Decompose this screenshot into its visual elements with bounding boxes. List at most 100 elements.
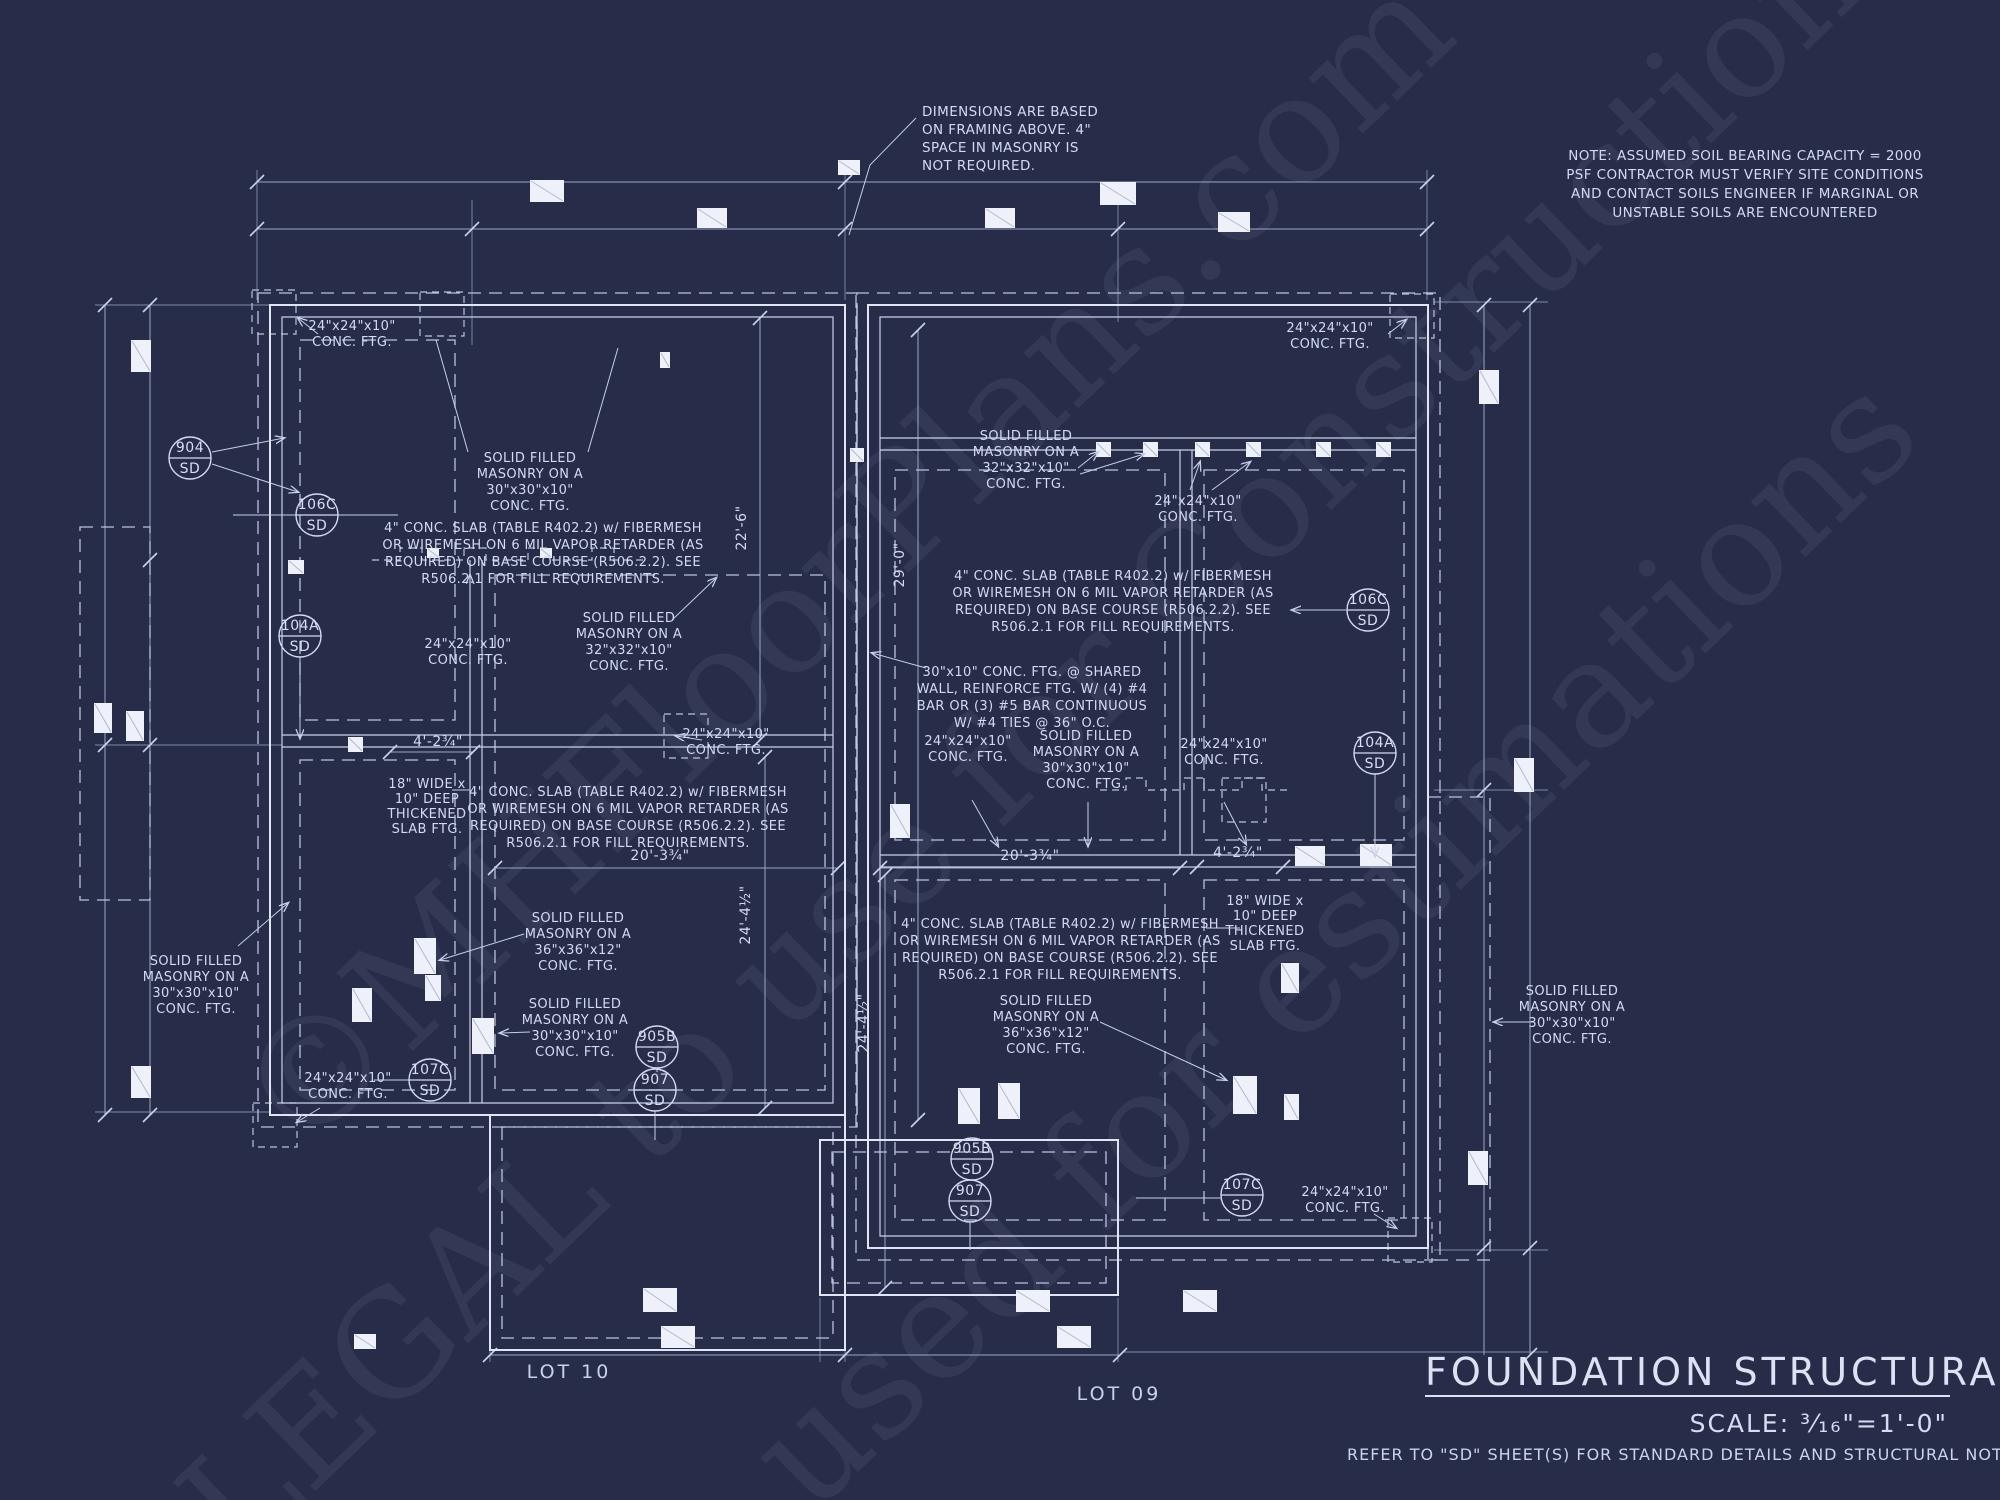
pier-pad [1096, 442, 1111, 457]
svg-text:SD: SD [962, 1162, 983, 1178]
pier-pad [1376, 442, 1391, 457]
pier-pad [414, 938, 436, 974]
slab-note-1: 4" CONC. SLAB (TABLE R402.2) w/ FIBERMES… [382, 521, 703, 587]
lot-09-label: LOT 09 [1077, 1383, 1162, 1405]
slab-note-4: 4" CONC. SLAB (TABLE R402.2) w/ FIBERMES… [899, 917, 1220, 983]
pier-pad [1143, 442, 1158, 457]
pier-pads-layer [94, 160, 1534, 1349]
footing-24-bottom-right: 24"x24"x10"CONC. FTG. [1301, 1185, 1388, 1216]
pier-pad [1183, 1290, 1217, 1312]
dim-24-4-right: 24'-4½" [856, 993, 872, 1052]
svg-text:SD: SD [420, 1083, 441, 1099]
footing-24-bottom-left: 24"x24"x10"CONC. FTG. [304, 1071, 391, 1102]
pier-pad [1195, 442, 1210, 457]
pier-pad [425, 975, 441, 1001]
scale-label: SCALE: ³⁄₁₆"=1'-0" [1690, 1409, 1948, 1438]
footing-24-right-top: 24"x24"x10"CONC. FTG. [1154, 494, 1241, 525]
svg-text:907: 907 [641, 1072, 669, 1088]
slab-note-2: 4" CONC. SLAB (TABLE R402.2) w/ FIBERMES… [467, 785, 788, 851]
detail-callout-106c: 106C SD [295, 493, 339, 537]
pier-pad [1468, 1151, 1488, 1185]
pier-pad [1514, 758, 1534, 792]
footing-outlines [79, 289, 1491, 1339]
pier-pad [131, 1066, 151, 1098]
pier-pad [288, 560, 304, 574]
svg-text:104A: 104A [281, 618, 319, 634]
pier-pad [1016, 1290, 1050, 1312]
pier-pad [661, 1326, 695, 1348]
pier-pad [1218, 212, 1250, 232]
slab-note-3: 4" CONC. SLAB (TABLE R402.2) w/ FIBERMES… [952, 569, 1273, 635]
svg-text:SD: SD [1232, 1198, 1253, 1214]
footing-24-mid-a: 24"x24"x10"CONC. FTG. [924, 734, 1011, 765]
pier-pad [643, 1288, 677, 1312]
pier-pad [958, 1088, 980, 1124]
svg-text:SD: SD [960, 1204, 981, 1220]
pier-pad [427, 548, 439, 558]
svg-text:SD: SD [307, 518, 328, 534]
svg-text:106C: 106C [298, 497, 337, 513]
pier-pad [540, 548, 552, 558]
pier-pad [530, 180, 564, 202]
svg-text:907: 907 [956, 1183, 984, 1199]
footing-24-left: 24"x24"x10"CONC. FTG. [424, 637, 511, 668]
pier-pad [1360, 844, 1392, 866]
lot-10-label: LOT 10 [527, 1361, 612, 1383]
detail-callout-104a: 104A SD [1353, 731, 1397, 775]
svg-text:SD: SD [1365, 756, 1386, 772]
pier-pad [850, 448, 864, 462]
pier-pad [838, 160, 860, 175]
svg-text:SD: SD [647, 1050, 668, 1066]
pier-pad [985, 208, 1015, 228]
pier-pad [354, 1334, 376, 1349]
pier-pad [348, 737, 363, 752]
svg-text:SD: SD [1358, 613, 1379, 629]
pier-pad [352, 988, 372, 1022]
detail-callouts-layer: 904SD106CSD104ASD106CSD104ASD107CSD905BS… [168, 436, 1397, 1223]
footing-24-top-left: 24"x24"x10"CONC. FTG. [308, 319, 395, 350]
svg-text:904: 904 [176, 440, 204, 456]
sheet-title: FOUNDATION STRUCTURAL PLAN [1425, 1350, 2000, 1394]
pier-pad [126, 711, 144, 741]
dim-20-3-right: 20'-3¾" [1000, 848, 1059, 864]
pier-pad [1295, 846, 1325, 866]
pier-pad [1281, 963, 1299, 993]
svg-text:106C: 106C [1349, 592, 1388, 608]
footing-24-top-right: 24"x24"x10"CONC. FTG. [1286, 321, 1373, 352]
dim-22-6: 22'-6" [734, 505, 750, 550]
svg-text:SD: SD [645, 1093, 666, 1109]
pier-pad [94, 703, 112, 733]
dim-29-0: 29'-0" [892, 542, 908, 587]
pier-pad [1246, 442, 1261, 457]
detail-callout-107c: 107C SD [1220, 1173, 1264, 1217]
pier-pad [1316, 442, 1331, 457]
pier-pad [660, 352, 670, 368]
svg-text:SD: SD [290, 639, 311, 655]
detail-callout-106c: 106C SD [1346, 588, 1390, 632]
pier-pad [1479, 370, 1499, 404]
pier-pad [1057, 1326, 1091, 1348]
detail-callout-104a: 104A SD [278, 614, 322, 658]
svg-text:107C: 107C [1223, 1177, 1262, 1193]
svg-text:104A: 104A [1356, 735, 1394, 751]
pier-pad [1100, 182, 1136, 205]
soil-bearing-note: NOTE: ASSUMED SOIL BEARING CAPACITY = 20… [1566, 148, 1924, 221]
